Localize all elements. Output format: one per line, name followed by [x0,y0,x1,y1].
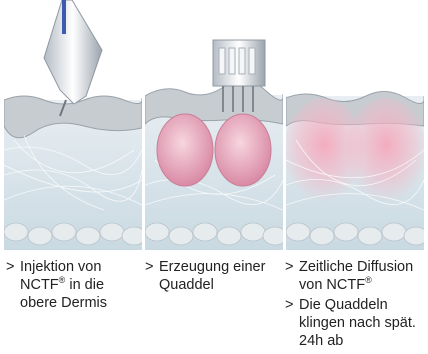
caption-bullet: > Erzeugung einer Quaddel [145,258,281,294]
caption-line: Quaddel [159,276,281,294]
caption-wheal: > Erzeugung einer Quaddel [145,258,281,294]
panel-diffusion [286,0,424,250]
caption-line: klingen nach spät. [299,314,425,332]
diffusion-cloud-right [346,98,424,202]
skin-cross-section-wheal [145,0,283,250]
caption-line: Zeitliche Diffusion [299,258,425,276]
wheal-right [215,114,271,186]
caption-line: 24h ab [299,332,425,350]
bullet-arrow: > [6,258,14,276]
caption-line: Erzeugung einer [159,258,281,276]
caption-bullet: > Die Quaddeln klingen nach spät. 24h ab [285,296,425,350]
bullet-arrow: > [285,258,293,276]
caption-line: Injektion von [20,258,142,276]
bullet-arrow: > [145,258,153,276]
caption-line: Die Quaddeln [299,296,425,314]
wheal-left [157,114,213,186]
caption-bullet: > Injektion von NCTF® in die obere Dermi… [6,258,142,312]
caption-bullet: > Zeitliche Diffusion von NCTF® [285,258,425,294]
panel-injection [4,0,142,250]
caption-line: von NCTF® [299,276,425,294]
caption-line: NCTF® in die [20,276,142,294]
caption-line: obere Dermis [20,294,142,312]
skin-cross-section-diffusion [286,0,424,250]
caption-injection: > Injektion von NCTF® in die obere Dermi… [6,258,142,312]
skin-cross-section-injection [4,0,142,250]
bullet-arrow: > [285,296,293,314]
registered-mark: ® [365,275,372,285]
caption-diffusion: > Zeitliche Diffusion von NCTF® > Die Qu… [285,258,425,350]
panel-wheal [145,0,283,250]
